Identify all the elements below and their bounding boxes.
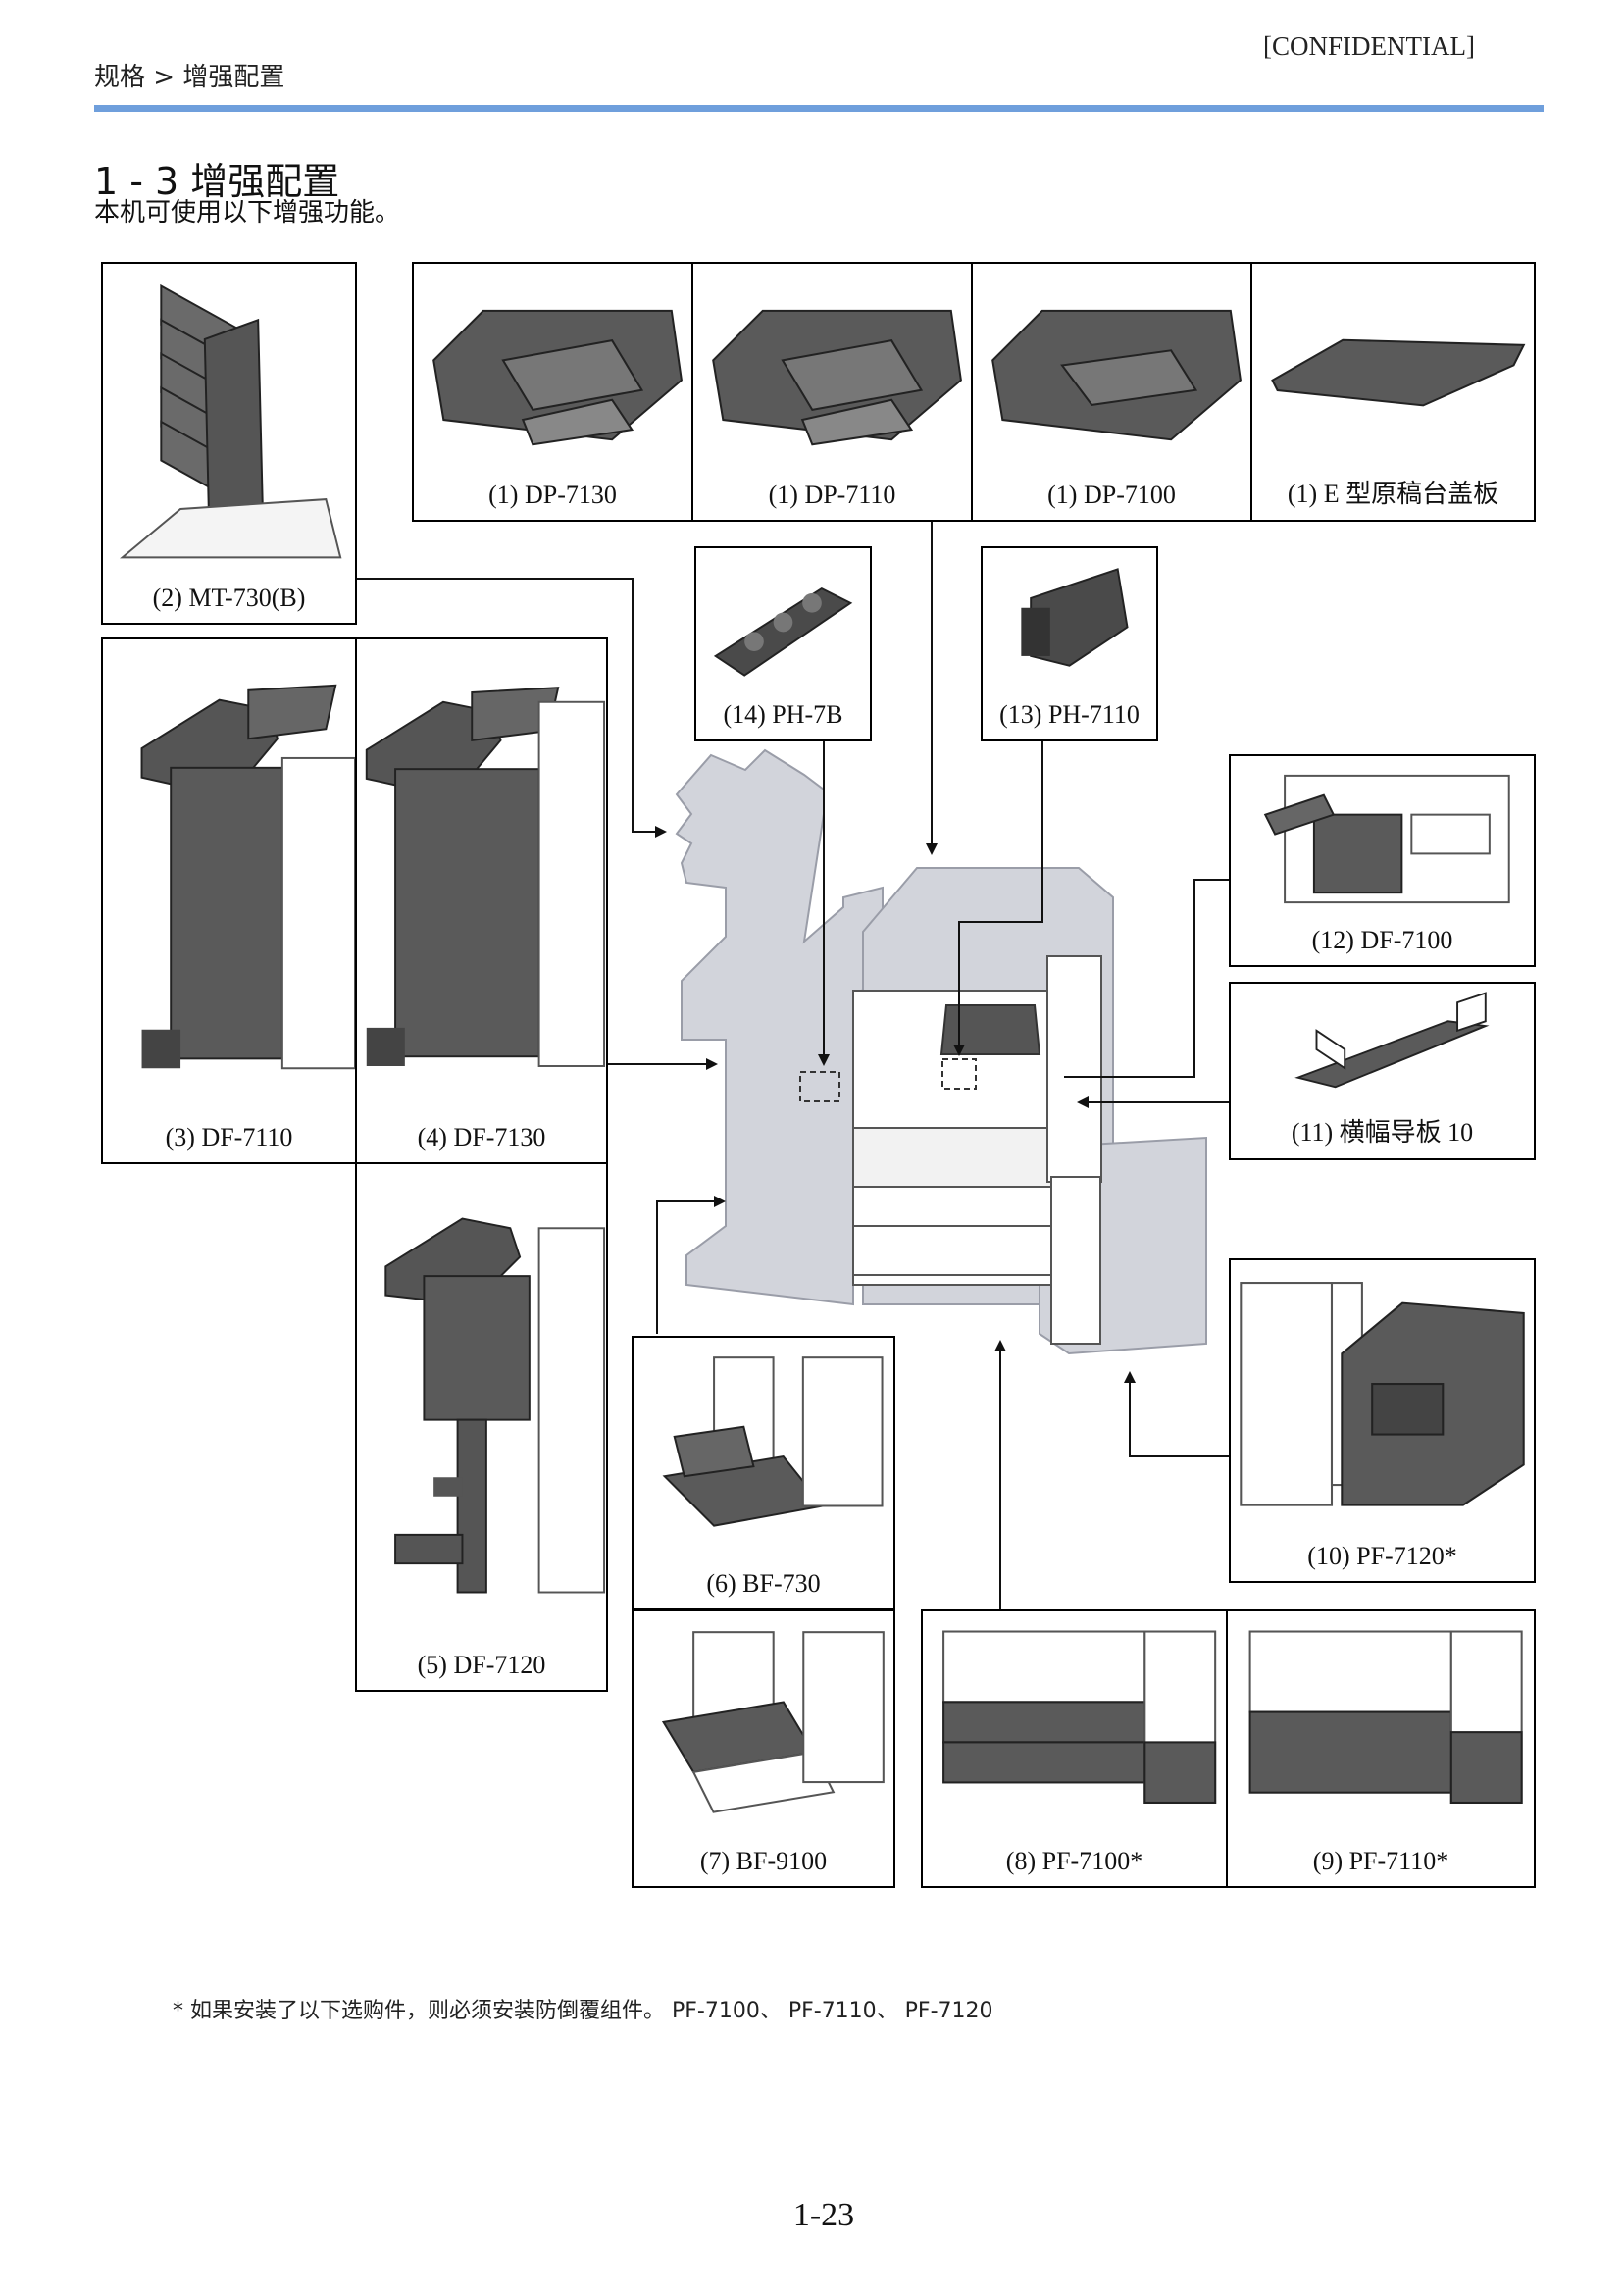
section-title: 1 - 3 增强配置 [94, 160, 340, 203]
option-label: (1) DP-7130 [488, 481, 617, 509]
option-label: (9) PF-7110* [1312, 1847, 1449, 1875]
option-df7130: (4) DF-7130 [355, 637, 608, 1164]
option-banner-guide: (11) 横幅导板 10 [1229, 982, 1536, 1160]
option-label: (2) MT-730(B) [152, 584, 306, 612]
option-label: (5) DF-7120 [417, 1651, 546, 1679]
option-dp7130: (1) DP-7130 [412, 262, 693, 522]
option-dp7100: (1) DP-7100 [971, 262, 1252, 522]
option-pf7110: (9) PF-7110* [1226, 1609, 1536, 1888]
option-df7110: (3) DF-7110 [101, 637, 357, 1164]
page-number: 1-23 [792, 2197, 855, 2233]
option-label: (1) DP-7100 [1047, 481, 1176, 509]
option-label: (3) DF-7110 [165, 1123, 293, 1151]
option-pf7100: (8) PF-7100* [921, 1609, 1228, 1888]
mailbox-illustration [103, 264, 355, 580]
punch-unit-illustration [983, 548, 1156, 696]
option-label: (8) PF-7100* [1005, 1847, 1143, 1875]
option-label: (10) PF-7120* [1307, 1542, 1457, 1570]
option-bf730: (6) BF-730 [632, 1336, 895, 1610]
large-capacity-feeder-illustration [1231, 1260, 1534, 1538]
section-subtitle: 本机可使用以下增强功能。 [94, 198, 401, 228]
option-bf9100: (7) BF-9100 [632, 1609, 895, 1888]
inner-finisher-illustration [1231, 756, 1534, 922]
paper-feeder-illustration [1228, 1611, 1534, 1843]
option-label: (11) 横幅导板 10 [1291, 1118, 1474, 1147]
finisher-illustration [103, 639, 355, 1119]
option-df7120: (5) DF-7120 [355, 1162, 608, 1692]
footnote: * 如果安装了以下选购件，则必须安装防倒覆组件。 PF-7100、 PF-711… [173, 1999, 993, 2023]
option-ph7b: (14) PH-7B [694, 546, 872, 741]
option-ph7110: (13) PH-7110 [981, 546, 1158, 741]
option-platen-cover: (1) E 型原稿台盖板 [1250, 262, 1536, 522]
punch-unit-illustration [696, 548, 870, 696]
option-label: (14) PH-7B [723, 700, 843, 729]
option-df7100: (12) DF-7100 [1229, 754, 1536, 967]
platen-cover-illustration [1252, 264, 1534, 477]
main-unit-illustration [675, 748, 1207, 1355]
option-label: (13) PH-7110 [999, 700, 1140, 729]
document-processor-illustration [414, 264, 691, 477]
booklet-folder-illustration [634, 1338, 893, 1565]
option-label: (6) BF-730 [706, 1569, 821, 1598]
paper-feeder-illustration [923, 1611, 1226, 1843]
option-label: (1) E 型原稿台盖板 [1287, 480, 1499, 508]
option-label: (1) DP-7110 [768, 481, 896, 509]
finisher-illustration [357, 639, 606, 1119]
booklet-folder-illustration [634, 1611, 893, 1843]
confidential-label: [CONFIDENTIAL] [1263, 31, 1475, 61]
option-label: (12) DF-7100 [1311, 926, 1453, 954]
option-mt730: (2) MT-730(B) [101, 262, 357, 625]
option-pf7120: (10) PF-7120* [1229, 1258, 1536, 1583]
option-label: (7) BF-9100 [699, 1847, 828, 1875]
header-rule [94, 105, 1544, 112]
document-processor-illustration [973, 264, 1250, 477]
finisher-illustration [357, 1164, 606, 1647]
breadcrumb: 规格 > 增强配置 [94, 63, 285, 92]
banner-guide-illustration [1231, 984, 1534, 1115]
document-processor-illustration [693, 264, 971, 477]
option-label: (4) DF-7130 [417, 1123, 546, 1151]
option-dp7110: (1) DP-7110 [691, 262, 973, 522]
